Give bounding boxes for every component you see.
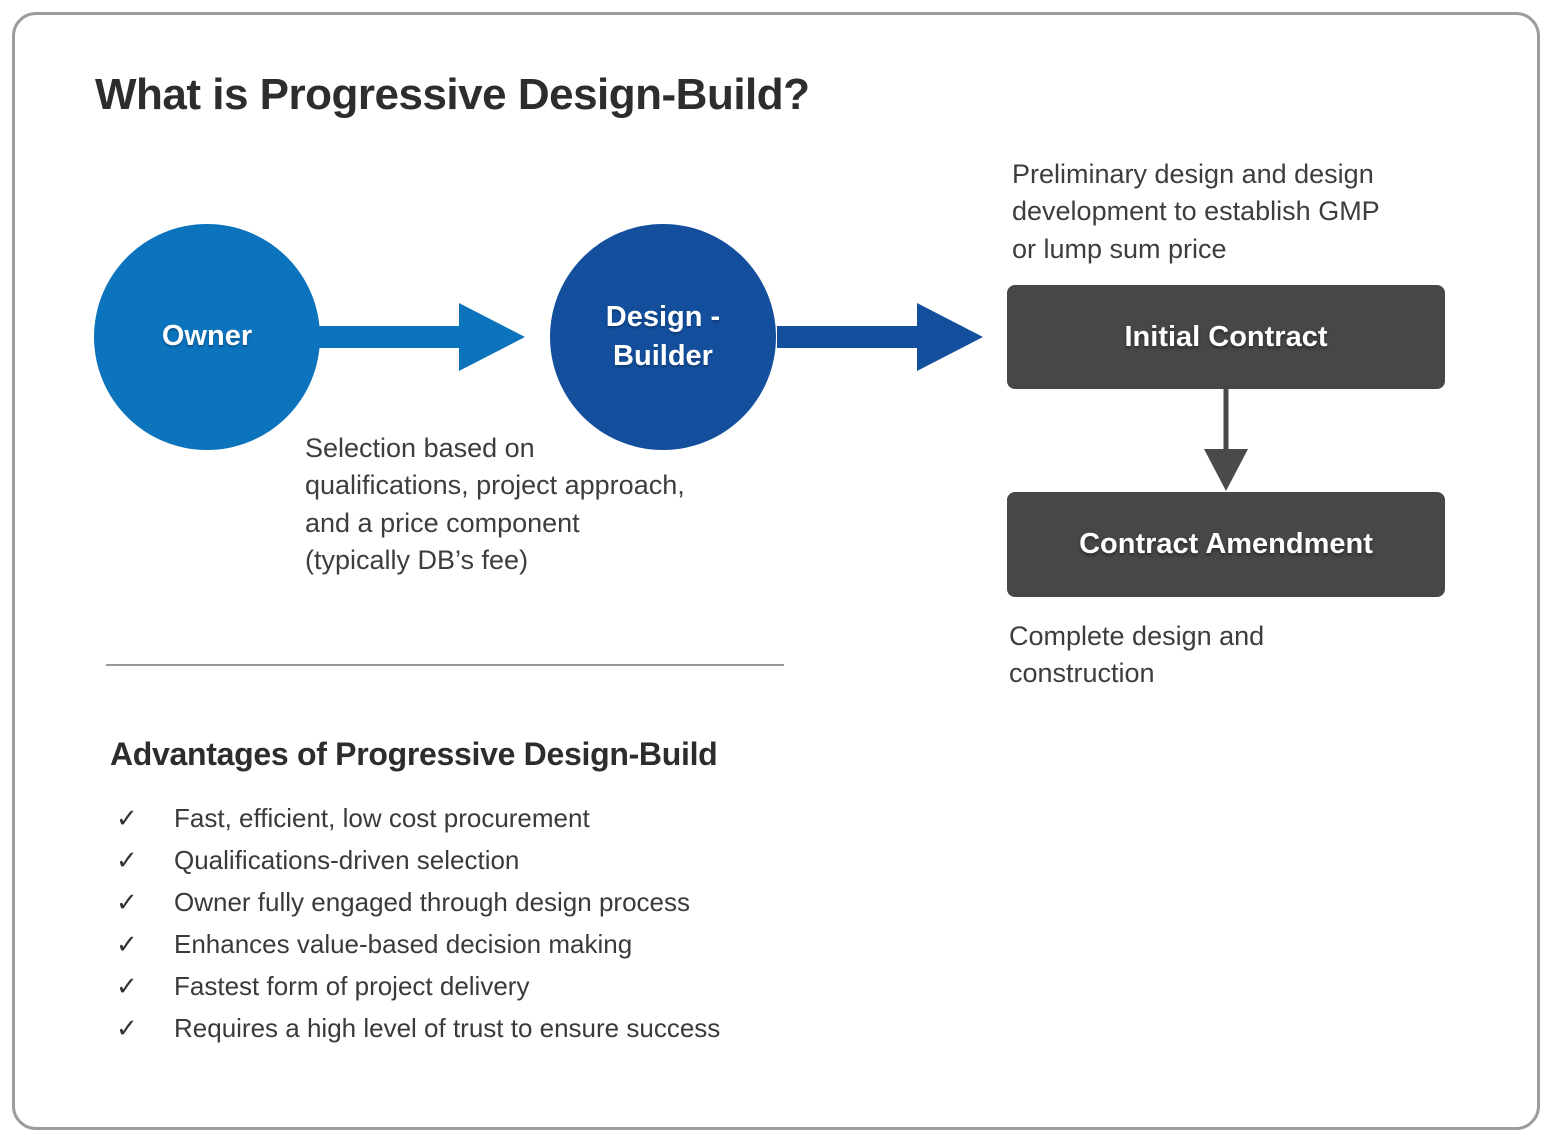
checkmark-icon: ✓: [116, 971, 138, 1001]
contract-amendment-label: Contract Amendment: [1079, 528, 1373, 560]
advantages-list: ✓ Fast, efficient, low cost procurement …: [116, 802, 720, 1054]
advantage-item: ✓ Enhances value-based decision making: [116, 928, 720, 960]
advantages-heading: Advantages of Progressive Design-Build: [110, 736, 718, 772]
complete-design-note: Complete design and construction: [1009, 621, 1265, 689]
arrow-shaft: [777, 326, 923, 348]
initial-contract-box: Initial Contract: [1007, 285, 1445, 389]
advantage-item-label: Qualifications-driven selection: [174, 845, 520, 875]
advantage-item-label: Fast, efficient, low cost procurement: [174, 803, 590, 833]
design-builder-label: Design - Builder: [605, 300, 721, 372]
checkmark-icon: ✓: [116, 887, 138, 917]
arrow-head-icon: [459, 303, 525, 371]
arrow-shaft: [1223, 389, 1229, 451]
arrow-head-icon: [917, 303, 983, 371]
advantage-item: ✓ Requires a high level of trust to ensu…: [116, 1012, 720, 1044]
advantage-item-label: Fastest form of project delivery: [174, 971, 530, 1001]
preliminary-design-note: Preliminary design and design developmen…: [1012, 159, 1380, 264]
checkmark-icon: ✓: [116, 1013, 138, 1043]
checkmark-icon: ✓: [116, 929, 138, 959]
checkmark-icon: ✓: [116, 803, 138, 833]
contract-amendment-box: Contract Amendment: [1007, 492, 1445, 597]
advantage-item: ✓ Fast, efficient, low cost procurement: [116, 802, 720, 834]
selection-note: Selection based on qualifications, proje…: [305, 433, 685, 575]
initial-contract-label: Initial Contract: [1124, 320, 1328, 353]
advantage-item-label: Owner fully engaged through design proce…: [174, 887, 690, 917]
page-title: What is Progressive Design-Build?: [95, 70, 810, 119]
contract-flow-arrow: [1204, 389, 1248, 491]
builder-to-contract-arrow: [777, 303, 983, 371]
design-builder-circle: Design - Builder: [550, 224, 776, 450]
advantage-item-label: Enhances value-based decision making: [174, 929, 633, 959]
advantage-item: ✓ Fastest form of project delivery: [116, 970, 720, 1002]
owner-label: Owner: [161, 320, 253, 353]
advantage-item-label: Requires a high level of trust to ensure…: [174, 1013, 721, 1043]
advantage-item: ✓ Owner fully engaged through design pro…: [116, 886, 720, 918]
section-divider: [106, 664, 784, 666]
owner-circle: Owner: [94, 224, 320, 450]
owner-to-builder-arrow: [319, 303, 525, 371]
advantage-item: ✓ Qualifications-driven selection: [116, 844, 720, 876]
arrow-head-icon: [1204, 449, 1248, 491]
checkmark-icon: ✓: [116, 845, 138, 875]
arrow-shaft: [319, 326, 465, 348]
